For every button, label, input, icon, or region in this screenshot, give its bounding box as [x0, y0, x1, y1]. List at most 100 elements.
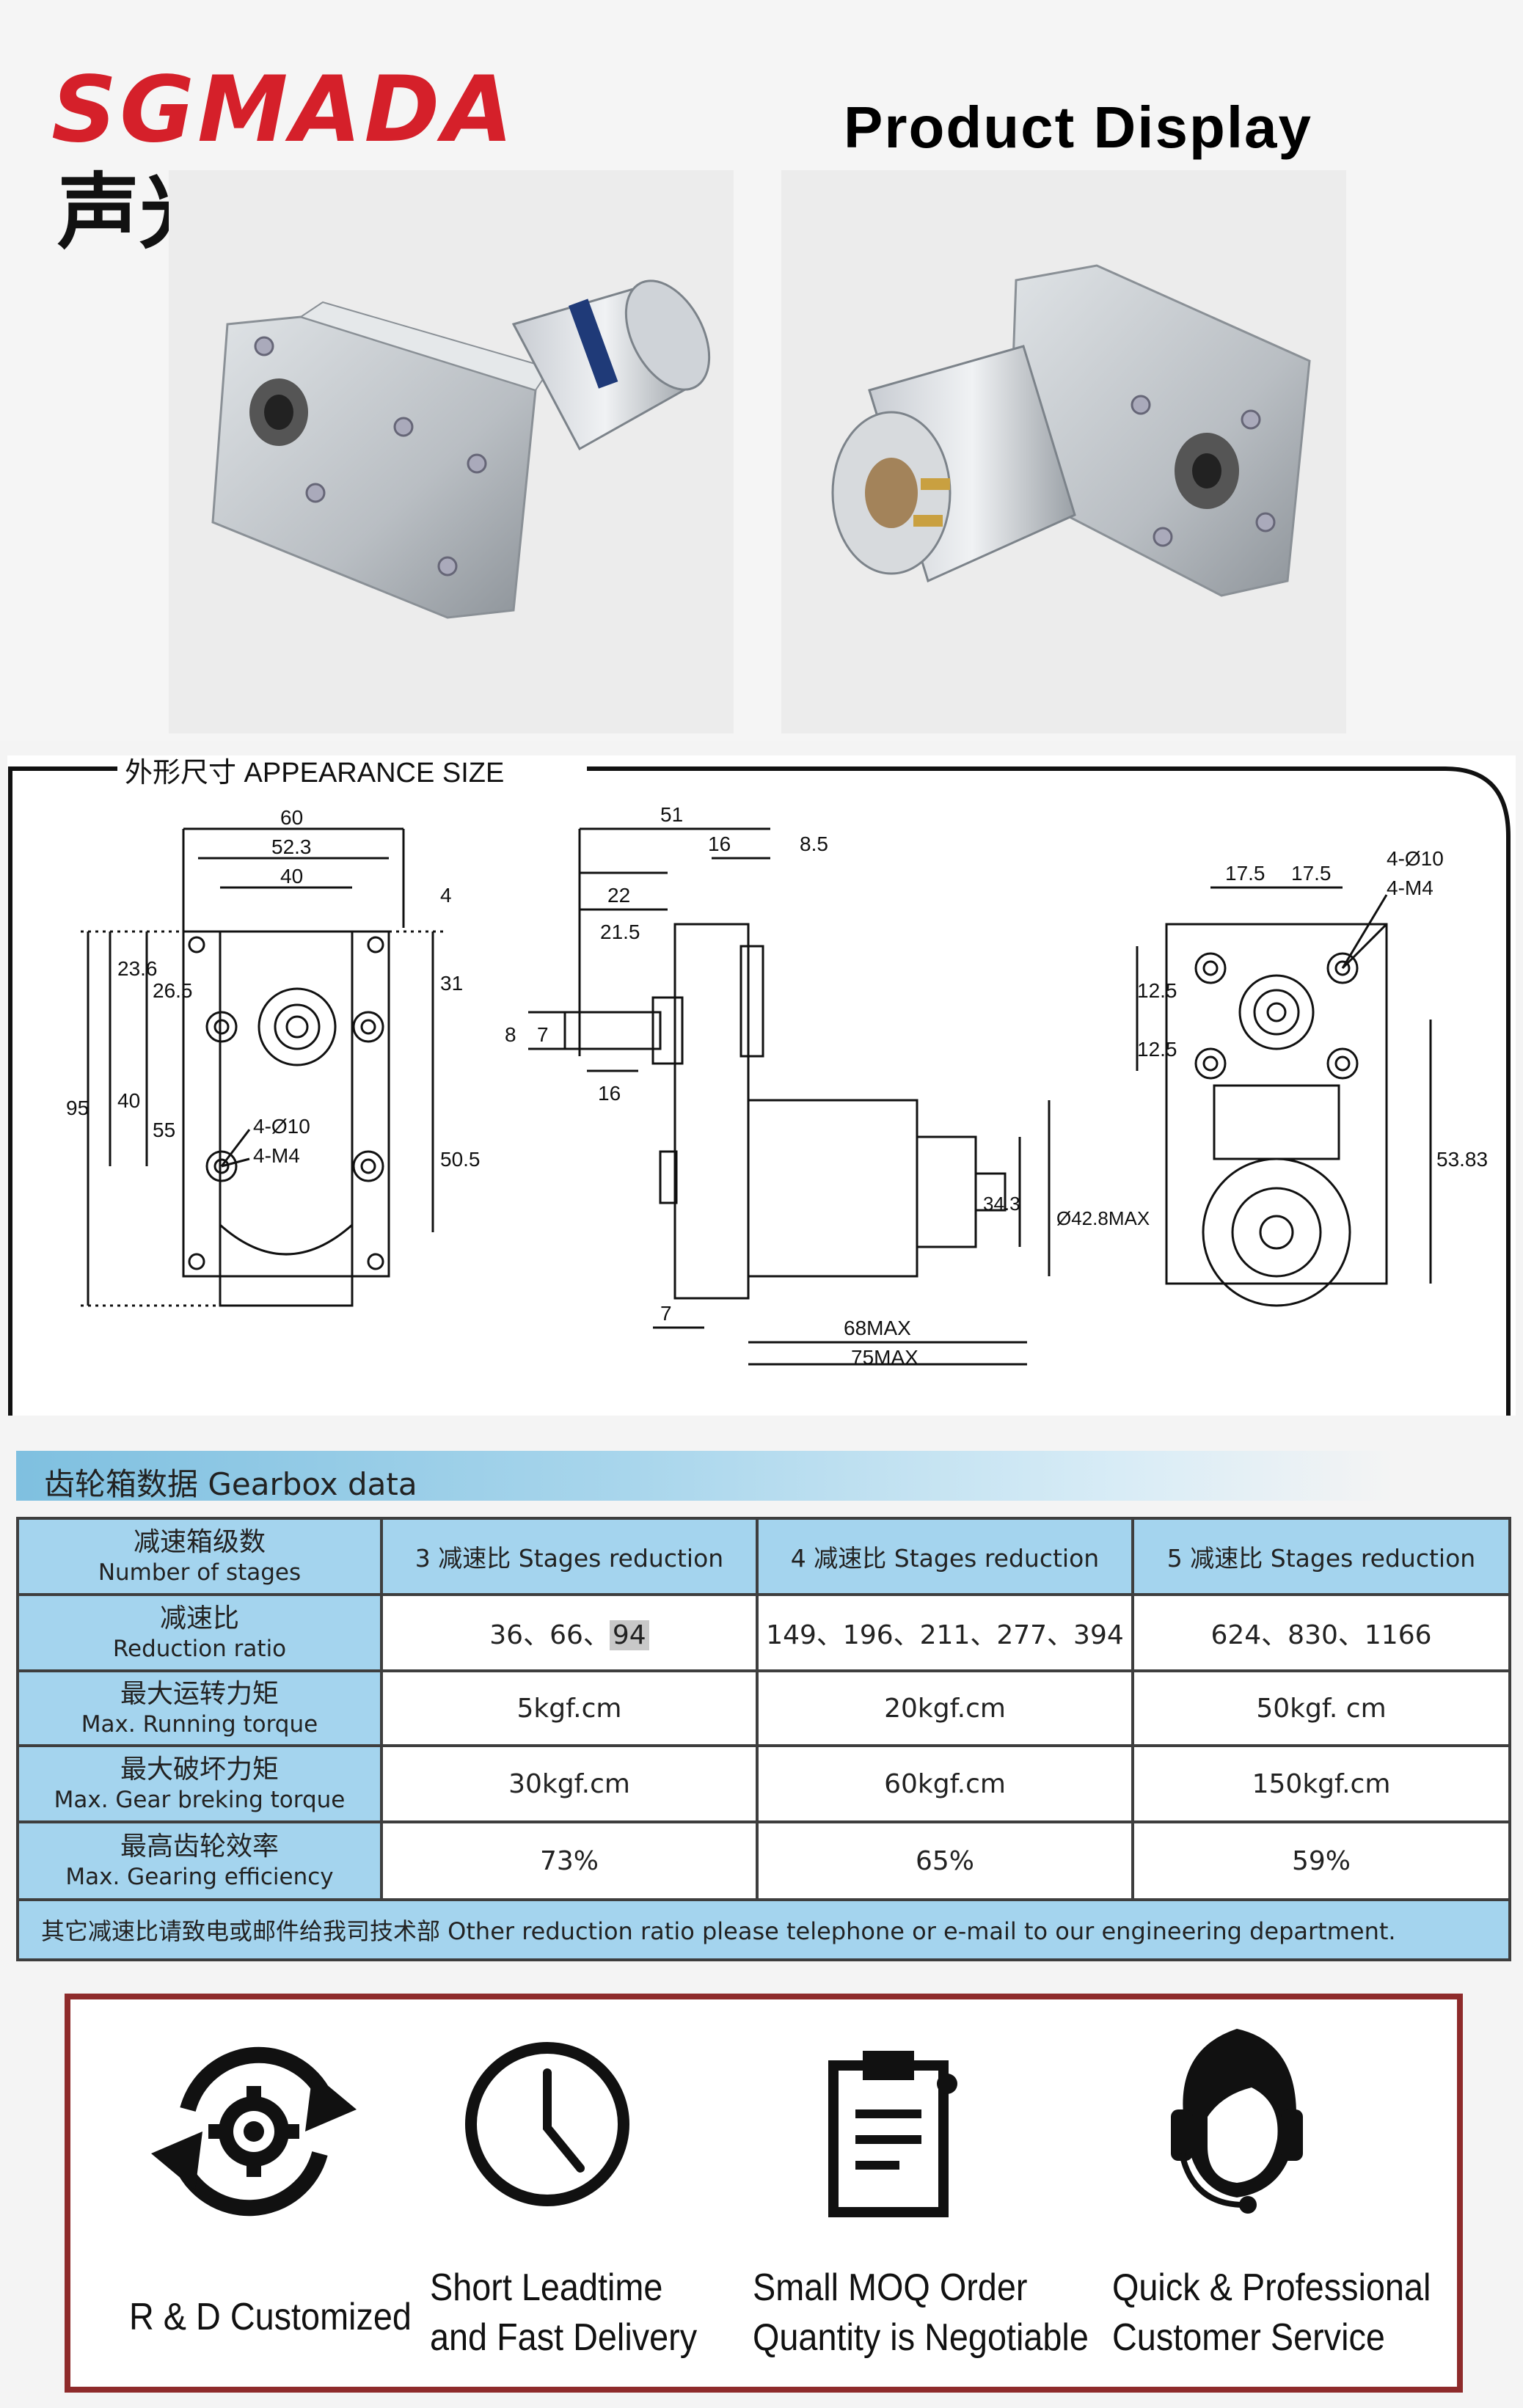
- header-label-cell: 减速箱级数 Number of stages: [16, 1517, 383, 1596]
- header: SGMADA声光 Product Display: [0, 0, 1523, 741]
- service-support: Quick & Professional Customer Service: [1112, 1999, 1457, 2387]
- row-label-cell: 减速比 Reduction ratio: [16, 1593, 383, 1672]
- dim-16b: 16: [598, 1082, 621, 1105]
- ratio-stage-3-cell: 36、66、94: [380, 1593, 759, 1672]
- dim-34-3: 34.3: [983, 1193, 1020, 1215]
- dim-68: 68MAX: [844, 1317, 911, 1339]
- dim-12-5b: 12.5: [1137, 1038, 1177, 1061]
- row-label-en: Max. Gearing efficiency: [65, 1864, 334, 1890]
- gearbox-note: 其它减速比请致电或邮件给我司技术部 Other reduction ratio …: [16, 1898, 1511, 1961]
- gearbox-title: 齿轮箱数据 Gearbox data: [44, 1466, 417, 1502]
- clipboard-icon: [828, 2051, 957, 2217]
- gear-motor-image-back: [831, 264, 1311, 597]
- dim-55: 55: [153, 1119, 175, 1141]
- service-leadtime-line2: and Fast Delivery: [430, 2316, 698, 2359]
- dim-75: 75MAX: [851, 1346, 918, 1369]
- efficiency-3: 73%: [380, 1820, 759, 1901]
- stage-4-header: 4 减速比 Stages reduction: [756, 1517, 1134, 1596]
- dim-7: 7: [537, 1023, 549, 1046]
- dim-thread-back: 4-M4: [1387, 877, 1433, 899]
- dim-31: 31: [440, 972, 463, 995]
- product-photo-front: [169, 170, 734, 733]
- dim-40v: 40: [117, 1089, 140, 1112]
- services-panel: R & D Customized Short Leadtime and Fast…: [65, 1994, 1463, 2393]
- service-support-line2: Customer Service: [1112, 2316, 1385, 2359]
- table-row: 最大运转力矩 Max. Running torque 5kgf.cm 20kgf…: [16, 1669, 1511, 1747]
- gearbox-table: 减速箱级数 Number of stages 3 减速比 Stages redu…: [16, 1517, 1511, 1961]
- dim-51: 51: [660, 803, 683, 826]
- stage-3-header: 3 减速比 Stages reduction: [380, 1517, 759, 1596]
- dim-22: 22: [607, 884, 630, 907]
- service-leadtime-line1: Short Leadtime: [430, 2266, 663, 2309]
- header-label-cn: 减速箱级数: [133, 1527, 266, 1557]
- gear-cycle-icon: [151, 2046, 357, 2217]
- table-row: 减速比 Reduction ratio 36、66、94 149、196、211…: [16, 1593, 1511, 1672]
- dim-60: 60: [280, 806, 303, 829]
- table-row: 最高齿轮效率 Max. Gearing efficiency 73% 65% 5…: [16, 1820, 1511, 1901]
- row-label-cell: 最大破坏力矩 Max. Gear breking torque: [16, 1744, 383, 1823]
- dim-7b: 7: [660, 1302, 672, 1325]
- service-support-line1: Quick & Professional: [1112, 2266, 1431, 2309]
- dim-23-6: 23.6: [117, 957, 158, 980]
- row-label-cn: 减速比: [159, 1603, 239, 1633]
- row-label-en: Max. Running torque: [81, 1711, 318, 1738]
- table-row: 最大破坏力矩 Max. Gear breking torque 30kgf.cm…: [16, 1744, 1511, 1823]
- row-label-cell: 最高齿轮效率 Max. Gearing efficiency: [16, 1820, 383, 1901]
- row-label-cn: 最大破坏力矩: [120, 1754, 279, 1785]
- dim-4: 4: [440, 884, 452, 907]
- dim-12-5a: 12.5: [1137, 979, 1177, 1002]
- table-header-row: 减速箱级数 Number of stages 3 减速比 Stages redu…: [16, 1517, 1511, 1596]
- service-rd-label: R & D Customized: [129, 2296, 412, 2338]
- ratio-stage-5: 624、830、1166: [1131, 1593, 1511, 1672]
- breaking-torque-3: 30kgf.cm: [380, 1744, 759, 1823]
- headset-agent-icon: [1171, 2029, 1303, 2214]
- drawing-title: 外形尺寸 APPEARANCE SIZE: [125, 758, 504, 788]
- ratio-stage-3: 36、66、: [489, 1620, 610, 1650]
- dim-hole-back: 4-Ø10: [1387, 847, 1444, 870]
- row-label-cn: 最高齿轮效率: [120, 1831, 279, 1862]
- brand-logo: SGMADA声光: [51, 57, 653, 260]
- service-leadtime: Short Leadtime and Fast Delivery: [430, 1999, 738, 2387]
- dim-16: 16: [708, 832, 731, 855]
- row-label-cell: 最大运转力矩 Max. Running torque: [16, 1669, 383, 1747]
- breaking-torque-4: 60kgf.cm: [756, 1744, 1134, 1823]
- row-label-en: Reduction ratio: [112, 1636, 287, 1662]
- efficiency-4: 65%: [756, 1820, 1134, 1901]
- service-rd: R & D Customized: [114, 1999, 423, 2387]
- dim-26-5: 26.5: [153, 979, 193, 1002]
- efficiency-5: 59%: [1131, 1820, 1511, 1901]
- gear-motor-image: [211, 279, 711, 619]
- service-moq-line2: Quantity is Negotiable: [753, 2316, 1089, 2359]
- service-moq: Small MOQ Order Quantity is Negotiable: [753, 1999, 1090, 2387]
- brand-latin: SGMADA: [51, 57, 516, 163]
- clock-icon: [465, 2042, 629, 2206]
- stage-5-header: 5 减速比 Stages reduction: [1131, 1517, 1511, 1596]
- dim-8: 8: [505, 1023, 516, 1046]
- row-label-cn: 最大运转力矩: [120, 1679, 279, 1709]
- dim-17-5b: 17.5: [1291, 862, 1332, 885]
- running-torque-4: 20kgf.cm: [756, 1669, 1134, 1747]
- service-moq-line1: Small MOQ Order: [753, 2266, 1028, 2309]
- running-torque-5: 50kgf. cm: [1131, 1669, 1511, 1747]
- row-label-en: Max. Gear breking torque: [54, 1787, 346, 1813]
- dim-95: 95: [66, 1097, 89, 1119]
- dim-17-5a: 17.5: [1225, 862, 1265, 885]
- dim-8-5: 8.5: [800, 832, 828, 855]
- breaking-torque-5: 150kgf.cm: [1131, 1744, 1511, 1823]
- header-label-en: Number of stages: [98, 1559, 302, 1586]
- running-torque-3: 5kgf.cm: [380, 1669, 759, 1747]
- dim-21-5: 21.5: [600, 921, 640, 943]
- dim-42-8: Ø42.8MAX: [1056, 1207, 1150, 1229]
- ratio-highlight: 94: [609, 1620, 649, 1650]
- dim-thread-front: 4-M4: [253, 1144, 300, 1167]
- dim-hole-front: 4-Ø10: [253, 1115, 310, 1138]
- dim-50-5: 50.5: [440, 1148, 481, 1171]
- note-row: 其它减速比请致电或邮件给我司技术部 Other reduction ratio …: [16, 1898, 1511, 1961]
- page-title: Product Display: [844, 95, 1313, 160]
- dim-40: 40: [280, 865, 303, 888]
- dim-52-3: 52.3: [271, 835, 312, 858]
- dimension-drawing: 外形尺寸 APPEARANCE SIZE 60 52.3: [7, 755, 1516, 1416]
- dim-53-83: 53.83: [1436, 1148, 1488, 1171]
- gearbox-title-band: 齿轮箱数据 Gearbox data: [16, 1451, 1395, 1502]
- ratio-stage-4: 149、196、211、277、394: [756, 1593, 1134, 1672]
